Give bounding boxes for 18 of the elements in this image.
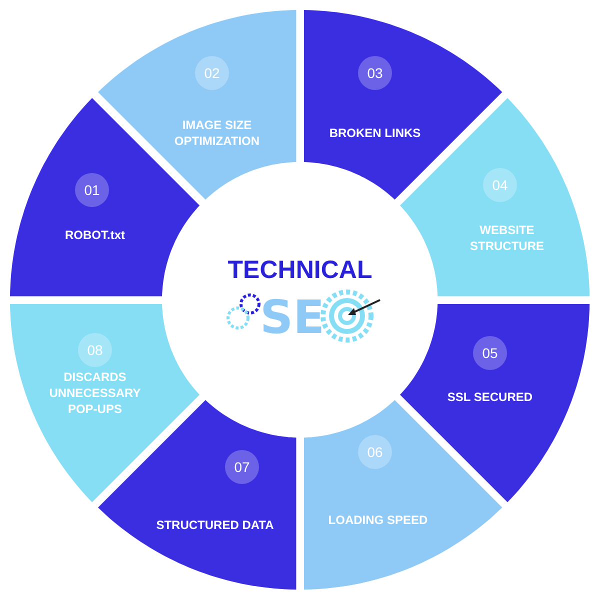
step-label: IMAGE SIZE OPTIMIZATION [173, 116, 261, 149]
step-label: LOADING SPEED [327, 512, 429, 528]
step-label: STRUCTURED DATA [155, 516, 275, 533]
step-number: 02 [194, 56, 229, 90]
step-number: 04 [482, 168, 517, 202]
step-label: SSL SECURED [446, 388, 534, 405]
step-number: 01 [74, 172, 109, 207]
step-number: 03 [358, 56, 392, 90]
step-label: WEBSITE STRUCTURE [468, 222, 545, 254]
step-number: 08 [78, 332, 112, 367]
step-label: BROKEN LINKS [328, 124, 422, 141]
heading-letters: SE [260, 292, 325, 342]
heading: TECHNICAL [226, 256, 374, 285]
step-number: 07 [224, 450, 259, 484]
step-number: 06 [358, 434, 392, 469]
step-label: ROBOT.txt [64, 226, 126, 243]
step-number: 05 [472, 336, 507, 370]
step-label: DISCARDS UNNECESSARY POP-UPS [48, 368, 142, 417]
